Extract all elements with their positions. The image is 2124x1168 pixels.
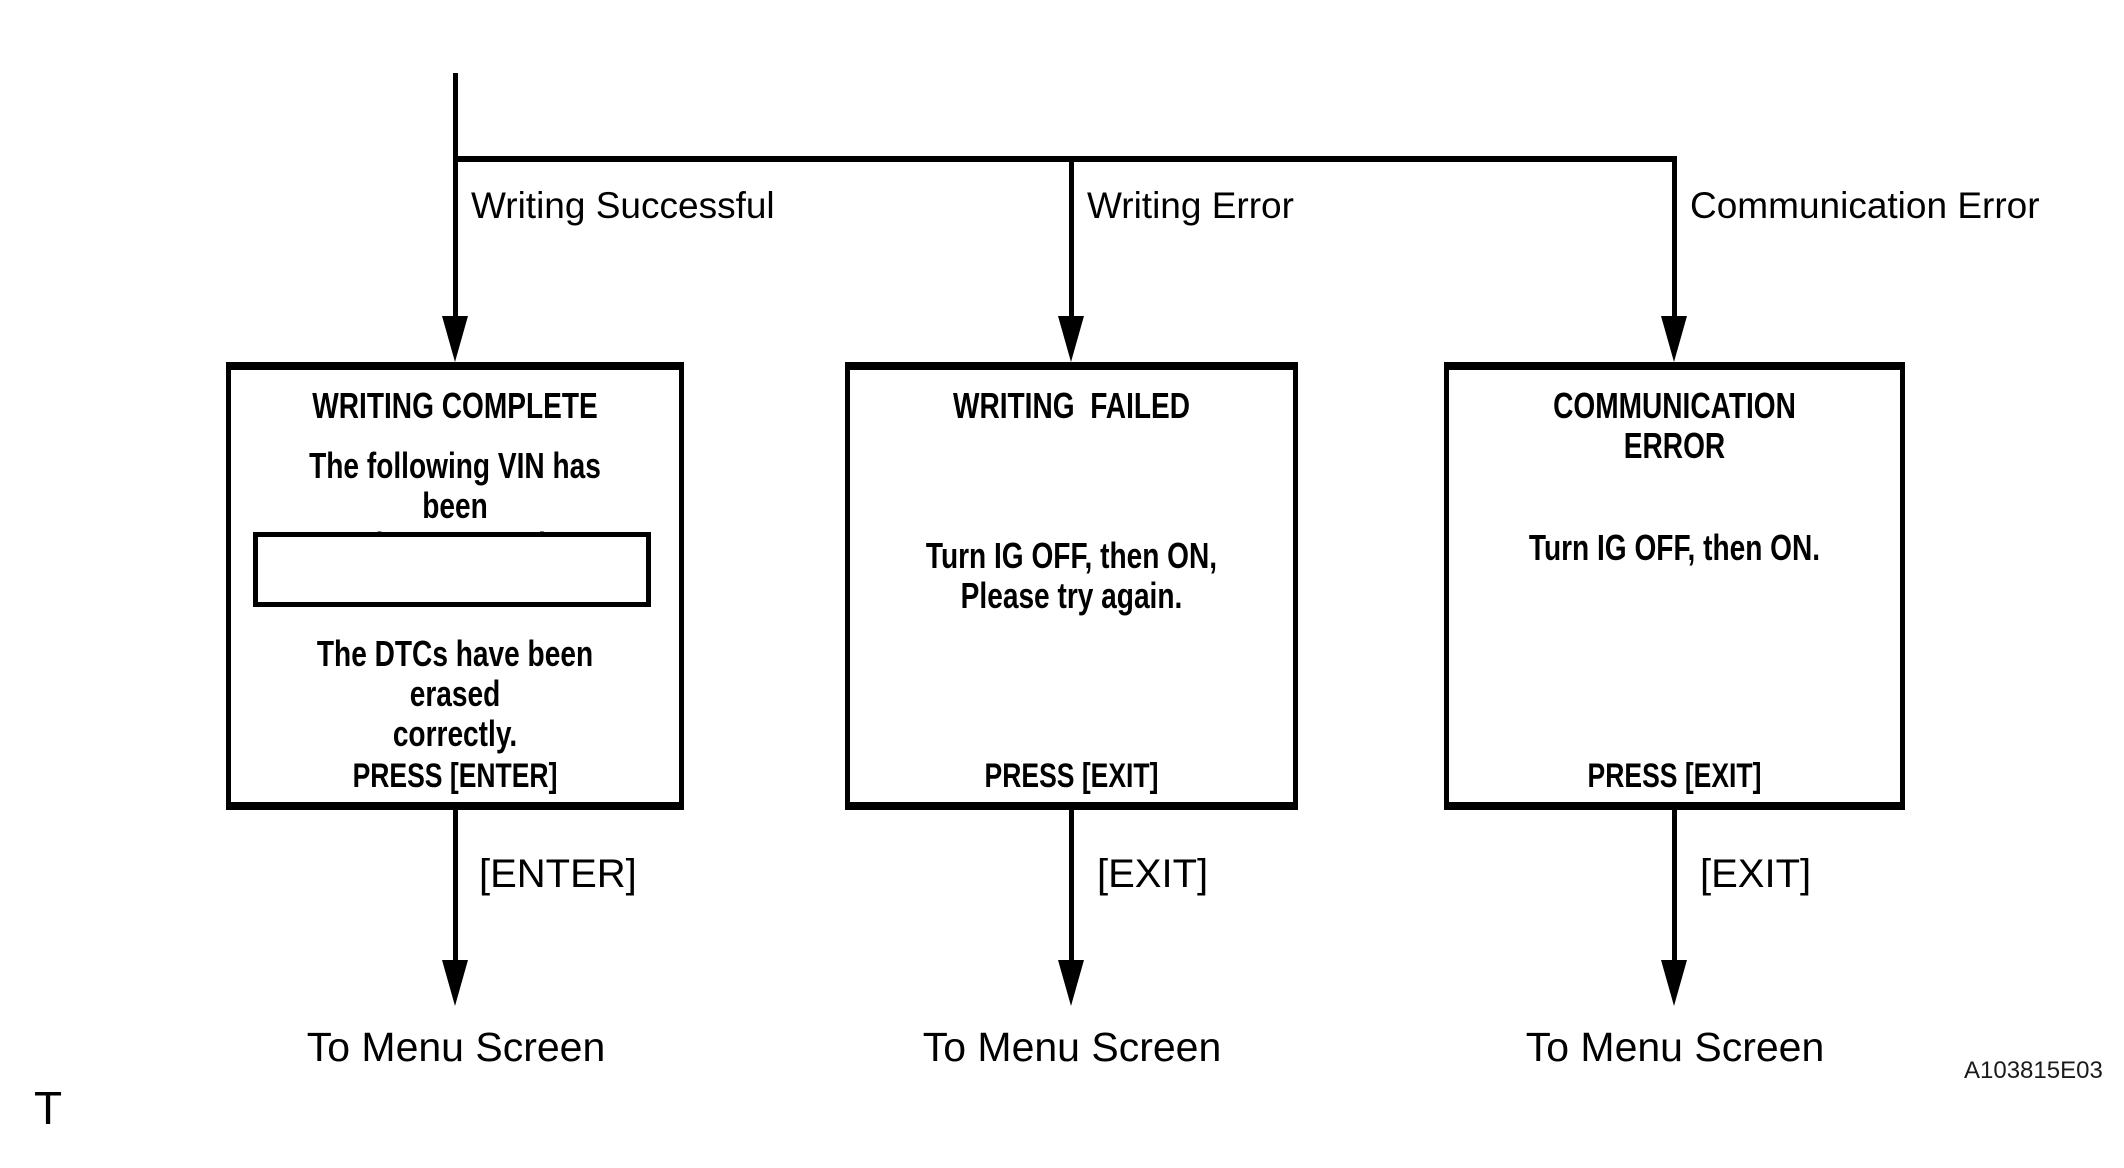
arrowhead-down-icon — [1058, 960, 1084, 1006]
screen-title: COMMUNICATION ERROR — [1553, 385, 1804, 466]
branch-condition-label: Communication Error — [1690, 185, 2040, 226]
screen-paragraph: The DTCs have been erased correctly. — [316, 633, 594, 754]
connector-top-stem — [453, 73, 458, 160]
connector-branch-bar — [453, 156, 1677, 162]
arrowhead-down-icon — [1661, 316, 1687, 362]
press-instruction: PRESS [ENTER] — [352, 757, 558, 795]
press-instruction: PRESS [EXIT] — [984, 757, 1159, 795]
branch-condition-label: Writing Error — [1087, 185, 1294, 226]
vin-value-field — [253, 532, 651, 607]
destination-label: To Menu Screen — [306, 1024, 606, 1070]
connector-branch-1 — [453, 158, 458, 320]
screen-title: WRITING FAILED — [952, 385, 1191, 426]
arrowhead-down-icon — [1661, 960, 1687, 1006]
press-instruction: PRESS [EXIT] — [1587, 757, 1762, 795]
connector-branch-3 — [1672, 158, 1677, 320]
connector-exit-1 — [453, 808, 458, 964]
connector-exit-3 — [1672, 808, 1677, 964]
arrowhead-down-icon — [442, 316, 468, 362]
key-press-label: [ENTER] — [479, 852, 637, 896]
key-press-label: [EXIT] — [1097, 852, 1209, 896]
screen-message: Turn IG OFF, then ON. — [1528, 527, 1821, 568]
connector-exit-2 — [1069, 808, 1074, 964]
connector-branch-2 — [1069, 158, 1074, 320]
screen-title: WRITING COMPLETE — [312, 385, 598, 426]
page-corner-mark: T — [34, 1082, 63, 1134]
arrowhead-down-icon — [1058, 316, 1084, 362]
destination-label: To Menu Screen — [922, 1024, 1222, 1070]
destination-label: To Menu Screen — [1525, 1024, 1825, 1070]
screen-box-communication-error: COMMUNICATION ERROR Turn IG OFF, then ON… — [1444, 362, 1905, 810]
figure-code: A103815E03 — [1964, 1057, 2103, 1084]
screen-box-writing-failed: WRITING FAILED Turn IG OFF, then ON, Ple… — [845, 362, 1298, 810]
arrowhead-down-icon — [442, 960, 468, 1006]
branch-condition-label: Writing Successful — [471, 185, 775, 226]
screen-message: Turn IG OFF, then ON, Please try again. — [925, 535, 1218, 616]
screen-box-writing-complete: WRITING COMPLETE The following VIN has b… — [226, 362, 684, 810]
key-press-label: [EXIT] — [1700, 852, 1812, 896]
